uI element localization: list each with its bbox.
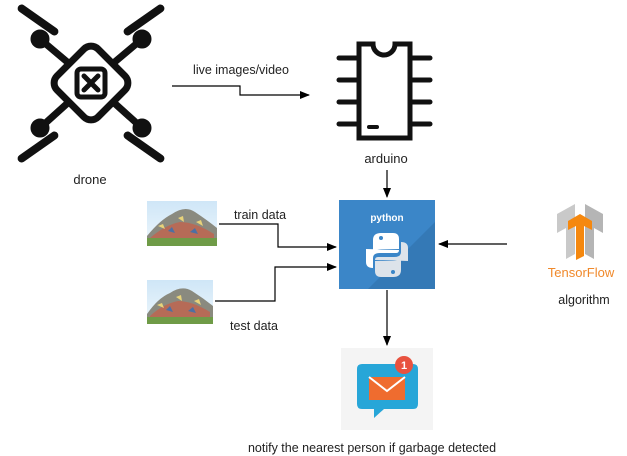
notification-badge: 1 <box>401 360 407 372</box>
test-data-image <box>147 280 213 324</box>
algorithm-label: algorithm <box>558 293 609 307</box>
drone-icon <box>17 4 165 163</box>
python-node: python <box>339 200 435 289</box>
edge-drone-to-arduino <box>172 85 310 99</box>
tensorflow-logo-text: TensorFlow <box>548 265 615 280</box>
notification-mail-icon: 1 <box>341 348 433 430</box>
edge-train-to-python <box>219 223 337 251</box>
python-title: python <box>370 213 403 224</box>
notify-label: notify the nearest person if garbage det… <box>248 441 496 455</box>
train-data-image <box>147 201 217 246</box>
arduino-chip-icon <box>336 41 433 141</box>
drone-label: drone <box>73 172 106 187</box>
python-logo-icon <box>366 233 408 277</box>
arduino-label: arduino <box>364 151 407 166</box>
test-data-label: test data <box>230 319 278 333</box>
train-data-label: train data <box>234 208 286 222</box>
edge-drone-to-arduino-label: live images/video <box>193 63 289 77</box>
edge-test-to-python <box>215 263 337 302</box>
tensorflow-logo-icon <box>557 204 603 260</box>
